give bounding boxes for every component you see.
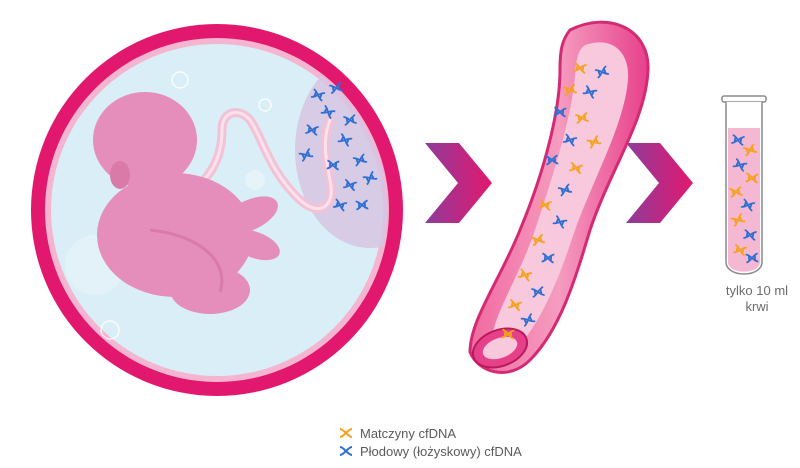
placenta (295, 52, 387, 248)
dna-fragment-icon (326, 159, 340, 171)
dna-fragment-icon (310, 88, 326, 102)
legend-item-maternal: Matczyny cfDNA (338, 424, 522, 442)
dna-fragment-icon (582, 85, 598, 99)
dna-fragment-icon (573, 62, 587, 74)
dna-fragment-icon (541, 252, 555, 264)
dna-helix-icon (339, 446, 353, 456)
legend-label-maternal: Matczyny cfDNA (360, 425, 457, 441)
dna-fragment-icon (355, 199, 369, 211)
dna-fragment-icon (568, 161, 584, 175)
dna-fragment-icon (743, 229, 757, 241)
dna-fragment-icon (362, 170, 378, 186)
fetus (93, 92, 280, 314)
blood-vessel (468, 20, 650, 374)
arrow-right-icon (626, 143, 693, 223)
dna-fragment-icon (594, 65, 610, 79)
dna-helix-icon (339, 428, 353, 438)
dna-fragment-icon (538, 199, 552, 211)
legend-label-fetal: Płodowy (łożyskowy) cfDNA (360, 443, 522, 459)
dna-fragment-icon (337, 133, 353, 147)
dna-fragment-icon (305, 124, 319, 136)
dna-fragment-icon (553, 106, 567, 118)
legend-item-fetal: Płodowy (łożyskowy) cfDNA (338, 442, 522, 460)
dna-fragment-icon (530, 233, 546, 247)
dna-fragment-icon (742, 143, 758, 157)
dna-fragment-icon (731, 134, 745, 146)
dna-fragment-icon (328, 81, 344, 95)
dna-fragment-icon (545, 154, 559, 166)
dna-fragment-icon (730, 213, 746, 227)
legend: Matczyny cfDNA Płodowy (łożyskowy) cfDNA (338, 424, 522, 460)
tube-caption: tylko 10 ml krwi (712, 283, 800, 315)
dna-fragment-icon (520, 313, 536, 327)
dna-fragment-icon (745, 252, 759, 264)
dna-fragment-icon (531, 286, 545, 298)
arrow-right-icon (425, 143, 492, 223)
dna-fragment-icon (320, 104, 336, 120)
dna-fragment-icon (557, 183, 573, 197)
dna-fragment-icon (745, 172, 759, 184)
dna-fragment-icon (352, 153, 368, 167)
dna-fragment-icon (732, 158, 748, 172)
womb (31, 24, 403, 396)
dna-fragment-icon (732, 243, 748, 257)
dna-fragment-icon (298, 148, 314, 162)
dna-fragment-icon (332, 198, 348, 212)
dna-fragment-icon (562, 83, 578, 97)
dna-fragment-icon (729, 186, 743, 198)
dna-fragment-icon (343, 114, 357, 126)
dna-fragment-icon (575, 112, 589, 124)
tube-caption-line-2: krwi (745, 299, 769, 314)
dna-fragment-icon (740, 198, 756, 212)
dna-fragment-icon (342, 178, 358, 192)
dna-fragment-icon (517, 268, 533, 282)
tube-caption-line-1: tylko 10 ml (725, 283, 789, 298)
dna-fragment-icon (562, 133, 578, 147)
dna-fragment-icon (507, 298, 523, 312)
dna-fragment-icon (501, 328, 515, 340)
dna-fragment-icon (552, 215, 568, 229)
dna-fragment-icon (586, 135, 602, 149)
